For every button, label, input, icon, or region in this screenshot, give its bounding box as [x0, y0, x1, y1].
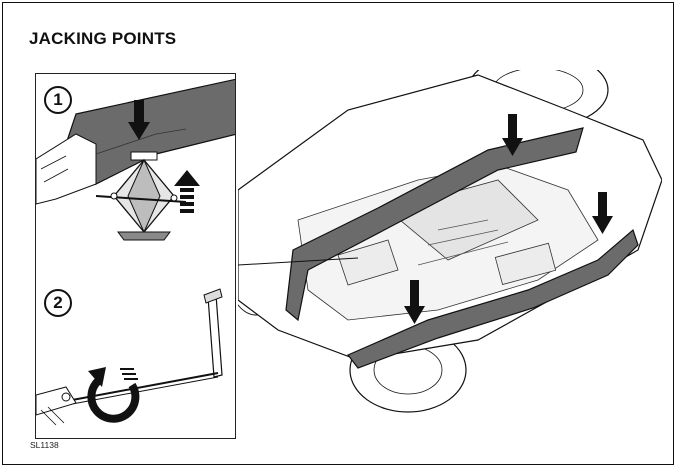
down-arrow-icon	[502, 114, 523, 156]
vehicle-underside-illustration	[238, 70, 662, 413]
down-arrow-icon	[592, 192, 613, 234]
down-arrow-icon	[404, 280, 425, 324]
down-arrow-icon	[128, 100, 150, 140]
step-number-badge: 2	[44, 289, 72, 317]
crank-handle-illustration	[36, 288, 223, 426]
up-arrow-icon	[174, 170, 200, 213]
page-title: JACKING POINTS	[29, 29, 177, 48]
scissor-jack-illustration	[36, 78, 235, 241]
rotate-arrow-icon	[87, 367, 140, 423]
reference-code: SL1138	[30, 440, 59, 450]
step-number-badge: 1	[44, 86, 72, 114]
step-2-panel: 2	[35, 275, 236, 439]
step-1-panel: 1	[35, 73, 236, 276]
